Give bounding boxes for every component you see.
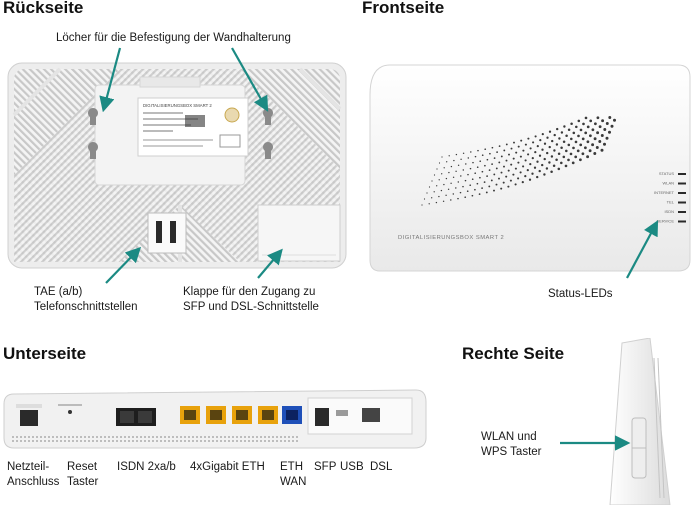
led-label: SERVICE — [657, 219, 675, 224]
led-bar — [678, 220, 686, 223]
arrow-holes-right — [231, 47, 269, 112]
led-label: WLAN — [662, 181, 674, 186]
tae-label: TAE (a/b) Telefonschnittstellen — [34, 286, 138, 313]
back-view-image: DIGITALISIERUNGSBOX SMART 2 — [7, 62, 347, 269]
heading-unterseite: Unterseite — [3, 344, 87, 363]
holes-label: Löcher für die Befestigung der Wandhalte… — [56, 32, 291, 44]
wan-label: ETH WAN — [280, 461, 307, 488]
arrow-flap — [257, 248, 283, 279]
dsl-label: DSL — [370, 461, 393, 473]
led-bar — [678, 173, 686, 175]
status-leds-label: Status-LEDs — [548, 288, 613, 300]
right-side-view-image — [609, 338, 671, 505]
heading-frontseite: Frontseite — [362, 0, 445, 17]
led-label: STATUS — [659, 171, 675, 176]
arrow-status-leds — [626, 220, 659, 279]
led-bar — [678, 182, 686, 185]
status-led-group: STATUS WLAN INTERNET TEL ISDN SERVICE — [654, 171, 686, 224]
front-brand-text: DIGITALISIERUNGSBOX SMART 2 — [398, 235, 504, 241]
led-label: TEL — [667, 200, 675, 205]
wlan-wps-label: WLAN und WPS Taster — [481, 431, 542, 458]
sticker-title: DIGITALISIERUNGSBOX SMART 2 — [143, 103, 212, 108]
sfp-label: SFP — [314, 461, 337, 473]
power-label: Netzteil- Anschluss — [7, 461, 60, 488]
isdn-label: ISDN 2xa/b — [117, 461, 176, 473]
led-label: INTERNET — [654, 190, 675, 195]
led-bar — [678, 192, 686, 194]
led-bar — [678, 201, 686, 204]
heading-rueckseite: Rückseite — [3, 0, 84, 17]
usb-label: USB — [340, 461, 364, 473]
arrow-tae — [105, 246, 142, 284]
bottom-view-image — [3, 389, 427, 449]
eth-label: 4xGigabit ETH — [190, 461, 265, 473]
led-bar — [678, 211, 686, 213]
heading-rechte-seite: Rechte Seite — [462, 344, 565, 363]
reset-label: Reset Taster — [67, 461, 99, 488]
front-view-image: DIGITALISIERUNGSBOX SMART 2 STATUS WLAN IN… — [369, 64, 691, 272]
arrow-holes-left — [99, 47, 122, 113]
led-label: ISDN — [664, 209, 674, 214]
front-dot-pattern — [421, 116, 616, 206]
flap-label: Klappe für den Zugang zu SFP und DSL-Sch… — [183, 286, 319, 313]
